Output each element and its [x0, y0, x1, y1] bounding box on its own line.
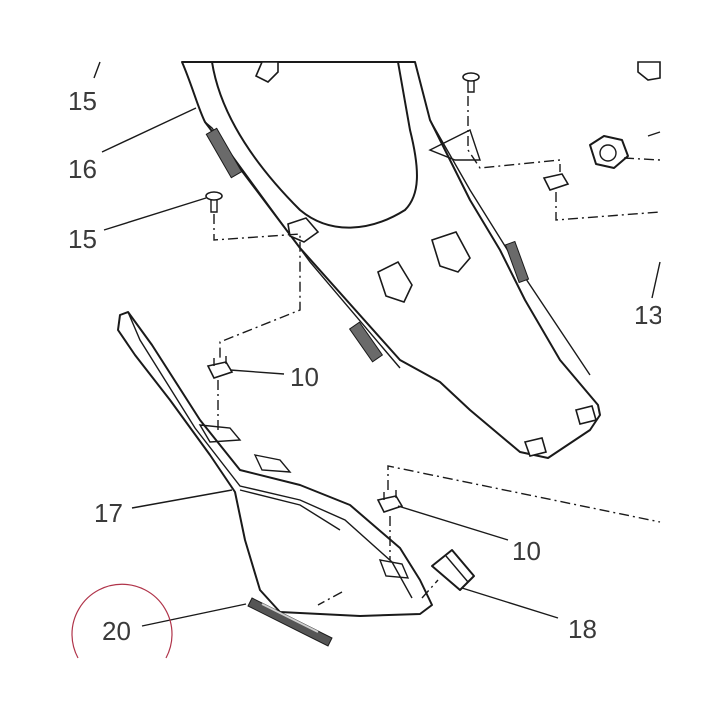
leader-lines [93, 61, 661, 627]
screw-15-lower [205, 191, 223, 213]
upper-body-panel [181, 61, 601, 459]
side-cover-panel [117, 311, 433, 617]
bottom-crop-mask [0, 660, 720, 720]
highlight-circle [71, 583, 173, 659]
clip-nut-10-upper [206, 356, 234, 379]
callout-20: 20 [102, 616, 131, 646]
top-crop-mask [0, 0, 720, 60]
callout-16: 16 [68, 154, 97, 184]
adhesive-strip-20 [247, 597, 333, 647]
assembly-lines [213, 96, 661, 606]
callout-15-top: 15 [68, 86, 97, 116]
callout-10-lower: 10 [512, 536, 541, 566]
top-right-clip [637, 61, 661, 81]
callout-17: 17 [94, 498, 123, 528]
hex-nut [589, 135, 629, 169]
callout-15-middle: 15 [68, 224, 97, 254]
callout-18: 18 [568, 614, 597, 644]
rubber-pad-18 [431, 549, 475, 591]
screw-15-upper [462, 72, 480, 93]
left-crop-mask [0, 0, 60, 720]
top-right-pin [647, 131, 661, 137]
callout-13: 13 [634, 300, 663, 330]
clip-nut-10-lower [376, 490, 404, 513]
clip-nut-right [542, 173, 570, 191]
right-crop-mask [661, 0, 720, 720]
callout-10-upper: 10 [290, 362, 319, 392]
